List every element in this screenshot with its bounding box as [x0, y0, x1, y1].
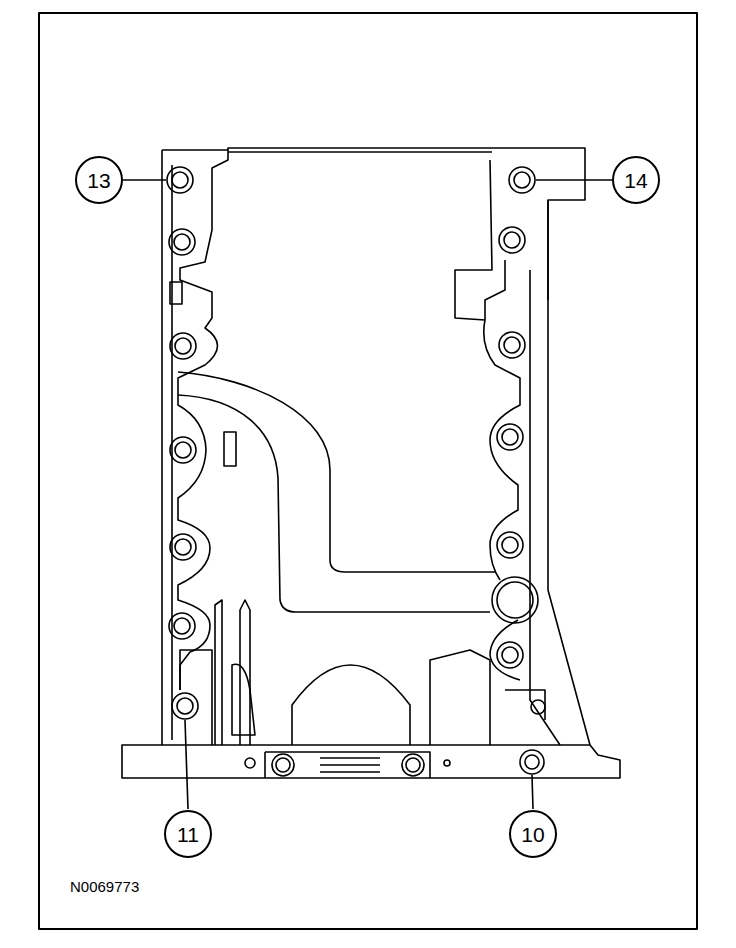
callout-number: 14 — [612, 156, 660, 204]
callout-number: 11 — [164, 810, 212, 858]
callout-number: 13 — [75, 156, 123, 204]
callout-number: 10 — [509, 810, 557, 858]
figure-code: N0069773 — [70, 878, 139, 896]
